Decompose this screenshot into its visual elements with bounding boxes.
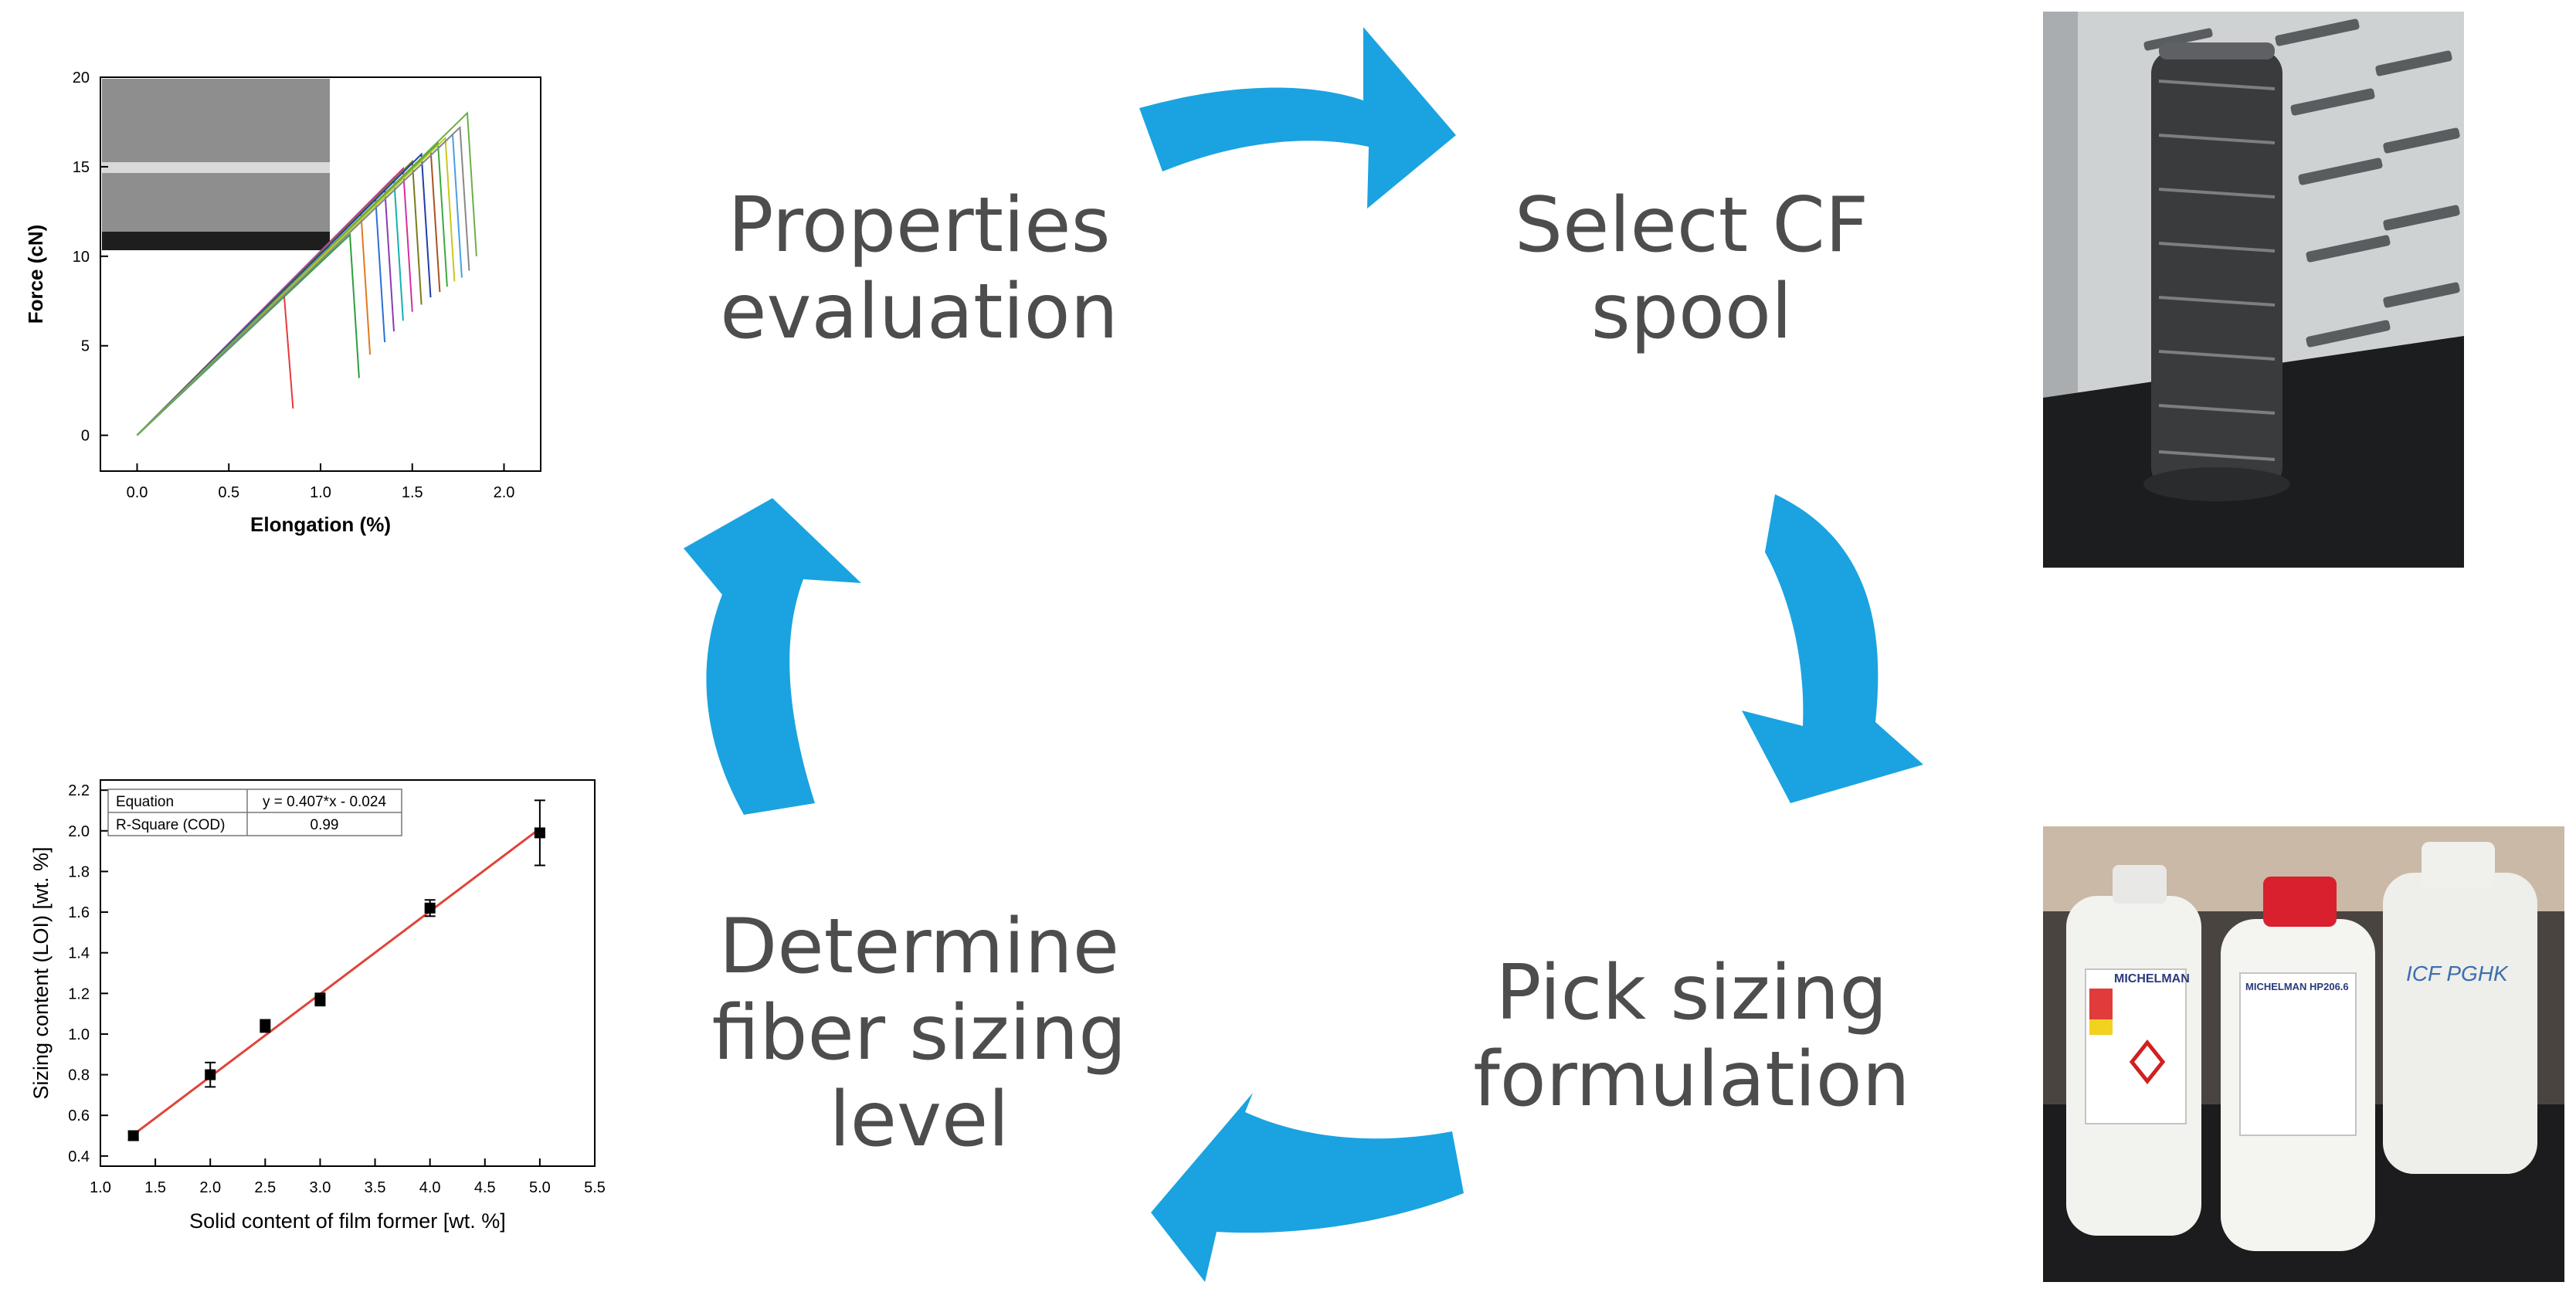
x-tick-label: 3.5: [365, 1179, 386, 1196]
series-line: [136, 232, 360, 436]
stage-properties-evaluation: Properties evaluation: [680, 182, 1159, 355]
series-line: [136, 136, 456, 436]
y-tick-label: 15: [73, 159, 90, 176]
x-tick-label: 3.0: [310, 1179, 331, 1196]
series-line: [136, 152, 432, 436]
series-line: [136, 111, 477, 436]
bottle-handwriting: ICF PGHK: [2406, 962, 2509, 985]
fit-line: [132, 827, 541, 1136]
data-point: [534, 827, 545, 839]
x-tick-label: 1.5: [144, 1179, 166, 1196]
stage-label-line: spool: [1590, 268, 1793, 356]
table-row-label: R-Square (COD): [116, 817, 225, 833]
y-tick-label: 0.4: [68, 1148, 90, 1165]
y-tick-label: 1.0: [68, 1026, 90, 1043]
arrow-right-down: [1742, 494, 1923, 803]
x-tick-label: 5.5: [584, 1179, 606, 1196]
arrow-left-up: [684, 498, 861, 815]
sizing-bottles-photo: MICHELMAN MICHELMAN HP206.6 ICF PGHK: [2043, 826, 2564, 1282]
y-tick-label: 2.2: [68, 782, 90, 799]
y-axis-label: Force (cN): [24, 225, 47, 324]
arrow-top-right: [1139, 27, 1456, 209]
x-tick-label: 2.5: [254, 1179, 276, 1196]
arrow-bottom-left: [1151, 1093, 1464, 1282]
inset-scalebar-strip: [102, 232, 330, 250]
data-point: [424, 902, 436, 914]
series-line: [136, 125, 470, 436]
x-tick-label: 1.0: [90, 1179, 111, 1196]
x-tick-label: 2.0: [494, 484, 515, 501]
x-tick-label: 1.0: [310, 484, 331, 501]
x-tick-label: 5.0: [529, 1179, 551, 1196]
y-tick-label: 0: [81, 428, 90, 445]
cf-spool-photo: [2043, 12, 2464, 568]
data-point: [260, 1020, 271, 1032]
stage-label-line: Determine: [718, 903, 1120, 991]
stage-label-line: level: [829, 1076, 1010, 1164]
stage-select-cf-spool: Select CF spool: [1452, 182, 1931, 355]
y-tick-label: 1.8: [68, 863, 90, 880]
stage-label-line: Select CF: [1514, 181, 1869, 270]
table-row-label: Equation: [116, 794, 174, 810]
stage-label-line: fiber sizing: [711, 989, 1127, 1077]
stage-label-line: Pick sizing: [1495, 949, 1888, 1037]
y-tick-label: 20: [73, 70, 90, 86]
sem-inset-image: [102, 79, 330, 250]
y-tick-label: 2.0: [68, 823, 90, 840]
data-point: [205, 1069, 216, 1080]
y-tick-label: 0.8: [68, 1067, 90, 1084]
data-point: [314, 994, 326, 1006]
bottle-product-text: MICHELMAN HP206.6: [2245, 981, 2349, 992]
x-tick-label: 0.5: [218, 484, 239, 501]
stage-determine-sizing-level: Determine fiber sizing level: [672, 904, 1166, 1163]
table-row-value: 0.99: [311, 817, 339, 833]
stage-label-line: evaluation: [720, 268, 1118, 356]
plot-frame: [100, 779, 596, 1167]
y-tick-label: 1.4: [68, 945, 90, 962]
x-tick-label: 2.0: [199, 1179, 221, 1196]
x-tick-label: 0.0: [127, 484, 148, 501]
inset-fiber-band: [102, 162, 330, 173]
x-tick-label: 1.5: [402, 484, 423, 501]
y-tick-label: 0.6: [68, 1107, 90, 1124]
x-tick-label: 4.5: [474, 1179, 496, 1196]
y-tick-label: 1.6: [68, 904, 90, 921]
stage-label-line: formulation: [1473, 1036, 1910, 1124]
y-tick-label: 1.2: [68, 985, 90, 1002]
data-point: [127, 1130, 139, 1141]
y-axis-label: Sizing content (LOI) [wt. %]: [29, 846, 53, 1099]
stage-pick-sizing-formulation: Pick sizing formulation: [1429, 950, 1954, 1123]
sizing-content-chart: 1.0 1.5 2.0 2.5 3.0 3.5 4.0 4.5 5.0 5.5 0.4 0.6 0.8 1…: [0, 718, 687, 1259]
table-row-value: y = 0.407*x - 0.024: [263, 794, 386, 810]
y-tick-label: 5: [81, 338, 90, 355]
x-axis-label: Elongation (%): [250, 513, 391, 536]
x-axis-label: Solid content of film former [wt. %]: [189, 1209, 506, 1233]
y-tick-label: 10: [73, 249, 90, 266]
bottle-brand-text: MICHELMAN: [2114, 972, 2190, 985]
x-tick-label: 4.0: [419, 1179, 441, 1196]
stage-label-line: Properties: [728, 181, 1111, 270]
